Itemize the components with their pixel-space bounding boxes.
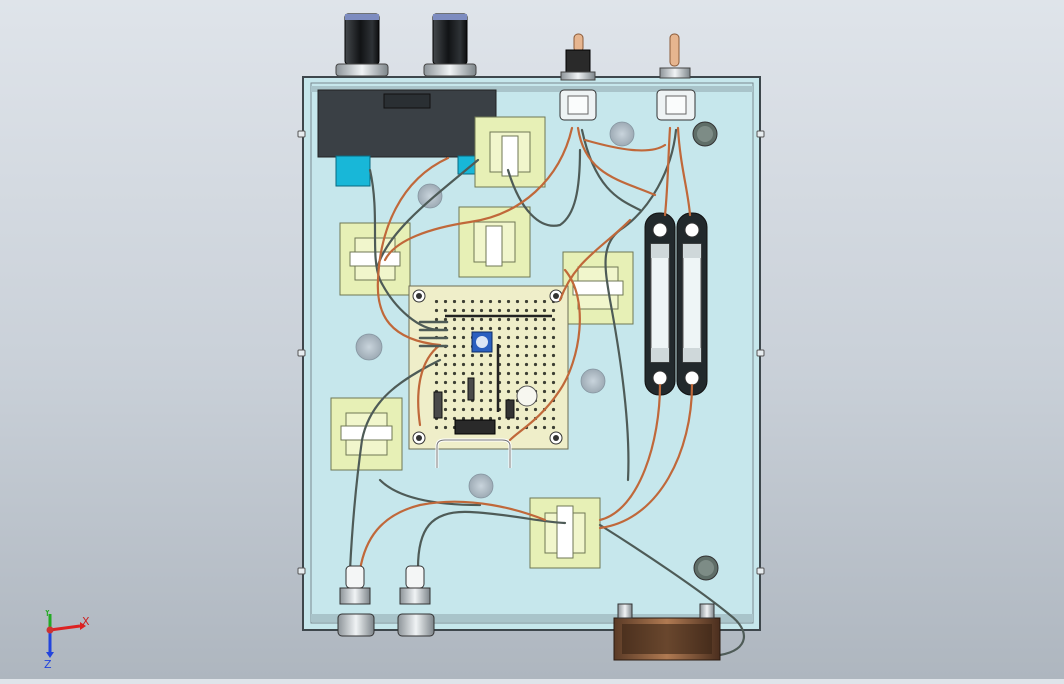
- x-axis-arrow: [49, 624, 81, 632]
- y-axis-label: Y: [43, 610, 51, 619]
- cable-tie-mounts: [330, 116, 634, 569]
- tie-mount-2: [458, 206, 531, 278]
- electrolytic-capacitor: [516, 385, 538, 407]
- toggle-switch-right[interactable]: [656, 33, 696, 121]
- trimmer-potentiometer: [471, 331, 493, 353]
- bottom-connector-right[interactable]: [397, 565, 435, 637]
- tie-mount-5: [330, 397, 403, 471]
- standoffs: [692, 121, 719, 581]
- bottom-connector-left[interactable]: [337, 565, 375, 637]
- tie-mount-6: [529, 497, 601, 569]
- orientation-triad: X Y Z: [38, 606, 98, 671]
- perfboard-pcb[interactable]: [408, 285, 569, 468]
- panel-holes: [355, 121, 635, 499]
- cooling-fan[interactable]: [613, 603, 721, 661]
- x-axis-label: X: [82, 615, 90, 628]
- toggle-switch-left[interactable]: [559, 33, 597, 121]
- fuse-holder-left[interactable]: [644, 212, 676, 396]
- knob-right[interactable]: [423, 13, 477, 77]
- z-axis-label: Z: [44, 658, 52, 670]
- fuse-holder-right[interactable]: [676, 212, 708, 396]
- knob-left[interactable]: [335, 13, 389, 77]
- tie-mount-4: [562, 251, 634, 325]
- wiring-harness: [348, 126, 746, 657]
